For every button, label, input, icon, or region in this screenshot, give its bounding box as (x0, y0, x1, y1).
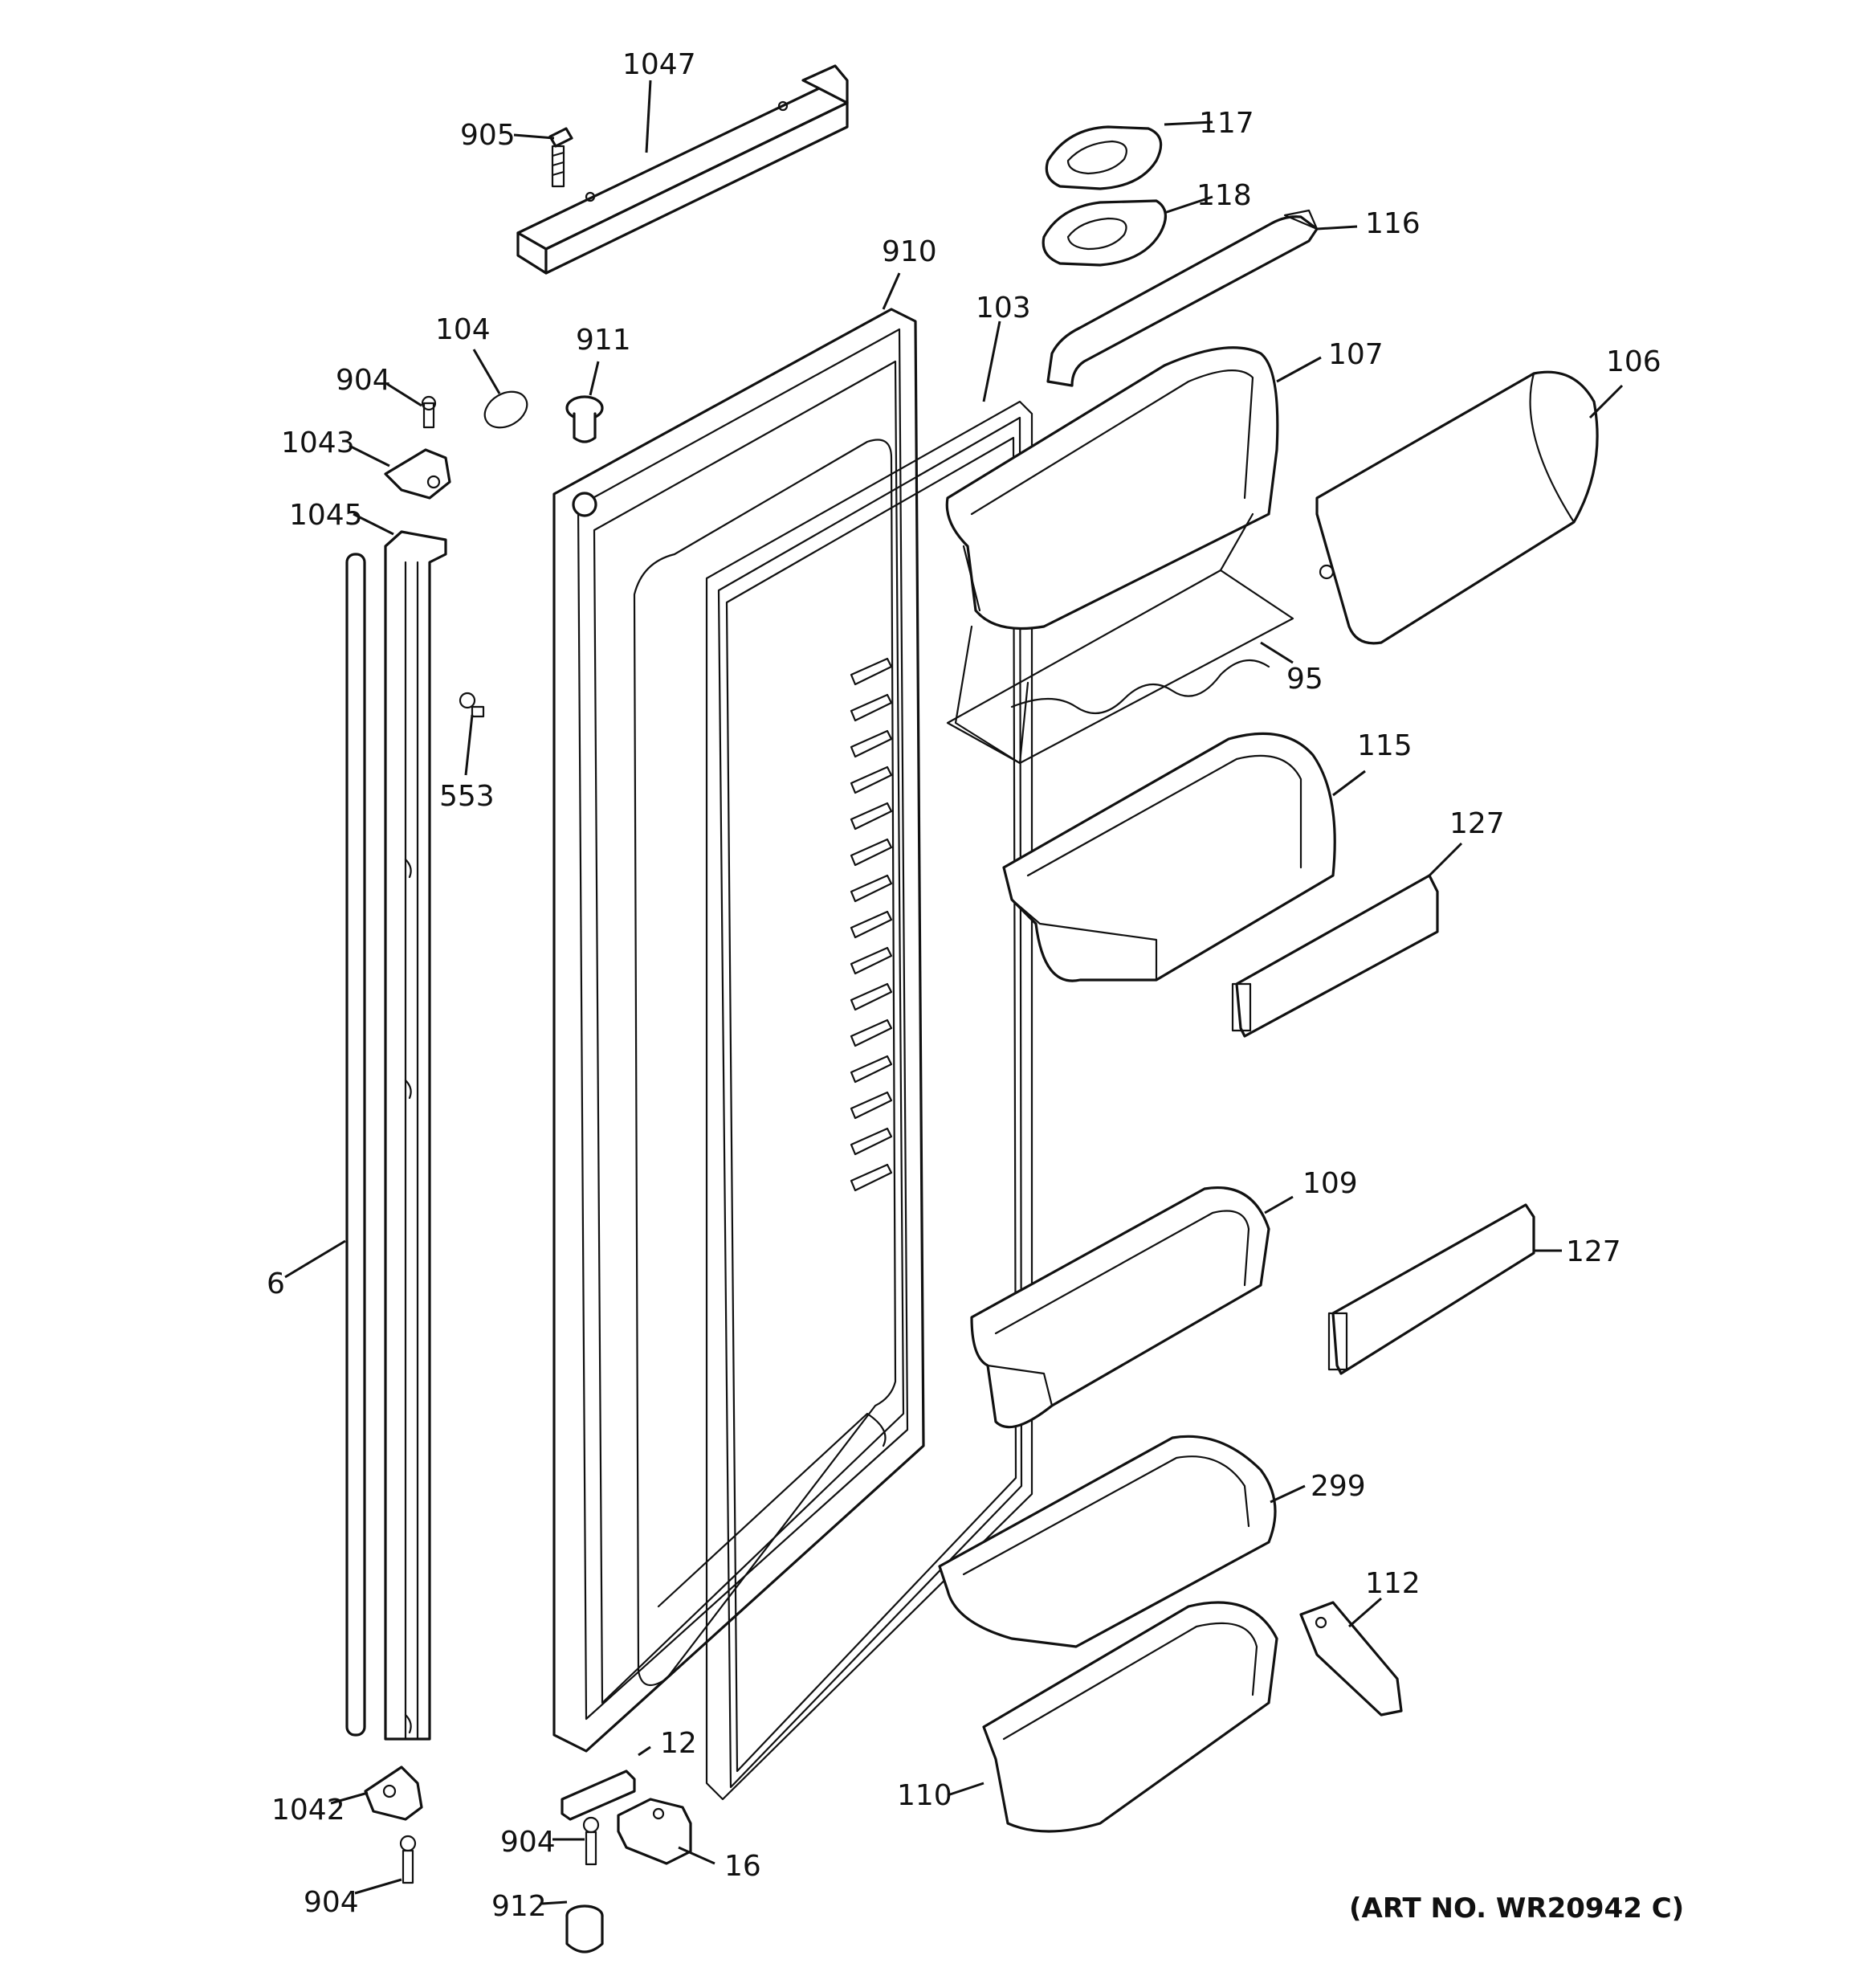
part-127-trim-lower (1327, 1203, 1535, 1375)
callout-904-center: 904 (500, 1826, 556, 1859)
part-905-screw (548, 127, 573, 188)
part-912-bushing (565, 1904, 604, 1953)
callout-117: 117 (1199, 107, 1254, 140)
part-553-pin (459, 692, 485, 718)
callout-912: 912 (491, 1890, 547, 1923)
callout-95: 95 (1286, 663, 1323, 696)
callout-112: 112 (1365, 1567, 1421, 1600)
part-110-bin (982, 1601, 1278, 1833)
part-1043-hinge-cap (384, 448, 451, 500)
callout-553: 553 (439, 780, 495, 813)
callout-904-left: 904 (304, 1886, 359, 1919)
callout-12: 12 (660, 1727, 697, 1760)
callout-905: 905 (460, 119, 516, 152)
part-118-cap-base (1042, 199, 1167, 267)
part-106-cover (1315, 370, 1599, 645)
part-112-clip (1299, 1601, 1403, 1717)
callout-16: 16 (724, 1850, 761, 1883)
callout-118: 118 (1196, 179, 1252, 212)
part-904-screw-top (421, 395, 437, 429)
callout-127-lower: 127 (1566, 1235, 1621, 1268)
callout-109: 109 (1302, 1167, 1358, 1200)
callout-106: 106 (1606, 345, 1661, 378)
part-107-bin (945, 346, 1279, 631)
callout-1045: 1045 (289, 499, 363, 532)
part-16-hinge-block (617, 1798, 692, 1865)
callout-104: 104 (435, 313, 491, 346)
callout-299: 299 (1311, 1470, 1366, 1503)
callout-115: 115 (1357, 729, 1413, 762)
callout-107: 107 (1328, 338, 1384, 371)
callout-1043: 1043 (281, 427, 355, 459)
callout-1042: 1042 (271, 1794, 345, 1827)
part-103-gasket (705, 400, 1033, 1801)
callout-103: 103 (976, 292, 1031, 325)
callout-911: 911 (576, 324, 631, 357)
part-299-bin (938, 1435, 1277, 1648)
part-1042-hinge-cap (364, 1766, 423, 1821)
leader-lines (284, 80, 1624, 1905)
callout-910: 910 (882, 235, 937, 268)
part-6-tube (345, 553, 366, 1737)
part-109-bin (970, 1186, 1270, 1429)
callout-904-top: 904 (336, 364, 391, 397)
part-117-cap (1045, 125, 1163, 190)
part-12-bracket (561, 1770, 636, 1821)
part-116-trim (1046, 209, 1319, 387)
part-910-door (552, 308, 925, 1753)
callout-1047: 1047 (622, 48, 696, 81)
part-1047-hinge-bracket (516, 64, 849, 275)
part-904-screw-left (399, 1835, 417, 1884)
callout-110: 110 (897, 1779, 952, 1812)
door-shelf-ridges (850, 657, 893, 1192)
callout-127-upper: 127 (1449, 807, 1505, 840)
callout-116: 116 (1365, 207, 1421, 240)
part-104-ring (483, 390, 528, 429)
part-904-screw-center (582, 1816, 600, 1866)
art-number: (ART NO. WR20942 C) (1349, 1892, 1684, 1925)
part-115-bin (1002, 732, 1336, 982)
part-95-wire-shelf (946, 512, 1294, 765)
callout-6: 6 (267, 1268, 285, 1300)
part-1045-channel (384, 530, 447, 1741)
part-911-bushing (565, 395, 604, 443)
